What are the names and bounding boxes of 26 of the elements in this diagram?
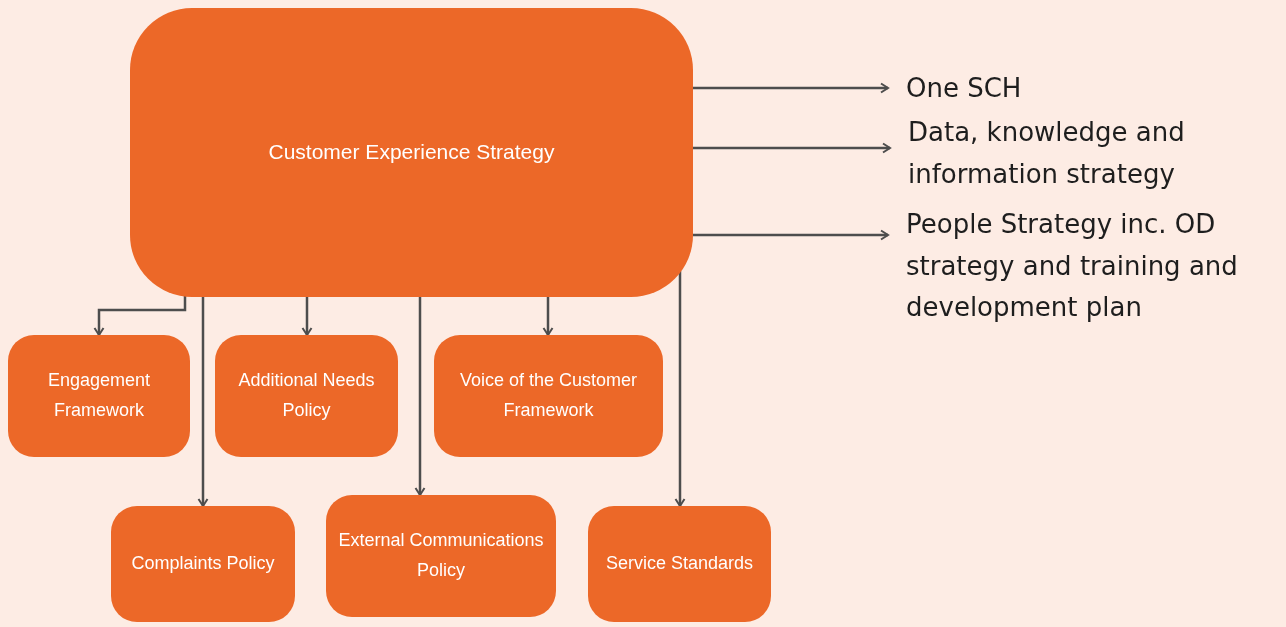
- rounded-box: [326, 495, 556, 617]
- rounded-box: [434, 335, 663, 457]
- arrow: [414, 295, 426, 496]
- box-label: Customer Experience Strategy: [268, 139, 555, 166]
- box-label: Additional Needs Policy: [237, 369, 376, 422]
- arrow: [693, 229, 889, 241]
- arrow: [542, 295, 554, 336]
- rounded-box: [588, 506, 771, 622]
- strategy-label: One SCH: [906, 72, 1023, 105]
- rounded-box: [130, 8, 693, 297]
- arrow: [674, 271, 686, 507]
- box-label: Engagement Framework: [46, 369, 152, 422]
- box-label: Complaints Policy: [131, 552, 275, 576]
- rounded-box: [8, 335, 190, 457]
- rounded-box: [215, 335, 398, 457]
- box-label: Service Standards: [605, 552, 754, 576]
- arrow: [197, 295, 209, 507]
- arrow: [93, 294, 187, 336]
- strategy-label: Data, knowledge and information strategy: [908, 116, 1186, 191]
- box-label: External Communications Policy: [337, 529, 545, 582]
- rounded-box: [111, 506, 295, 622]
- arrow: [301, 295, 313, 336]
- strategy-label: People Strategy inc. OD strategy and training and development plan: [906, 208, 1239, 325]
- arrow: [693, 82, 889, 94]
- box-label: Voice of the Customer Framework: [458, 369, 639, 422]
- arrow: [693, 142, 891, 154]
